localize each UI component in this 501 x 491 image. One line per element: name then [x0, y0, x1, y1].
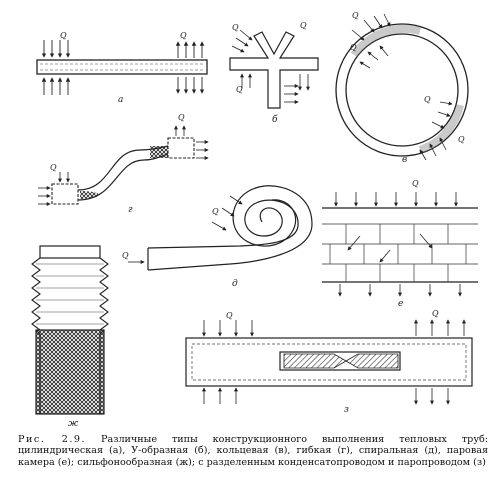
flux-label: Q — [60, 31, 67, 40]
flux-label: Q — [352, 11, 359, 20]
flux-label: Q — [412, 179, 419, 188]
flux-label: Q — [458, 135, 465, 144]
figure-caption: Рис. 2.9. Различные типы конструкционног… — [18, 434, 488, 468]
panel-label-b: б — [272, 114, 278, 125]
panel-label-v: в — [402, 155, 407, 165]
caption-lead: Рис. 2.9. — [18, 434, 87, 445]
panel-v-ring-pipe: Q Q Q Q в — [335, 11, 469, 165]
flux-label: Q — [432, 309, 439, 318]
panel-label-e: е — [398, 299, 403, 309]
flux-label: Q — [178, 113, 185, 122]
panel-b-y-shaped-pipe: Q Q Q б — [229, 21, 319, 125]
flux-label: Q — [122, 251, 129, 260]
panel-label-zh: ж — [68, 419, 79, 429]
flux-label: Q — [300, 21, 307, 30]
panel-label-g: г — [128, 205, 133, 215]
panel-label-z: з — [344, 405, 349, 415]
caption-text: Различные типы конструкционного выполнен… — [18, 434, 488, 468]
panel-label-a: а — [118, 95, 123, 105]
panel-label-d: д — [232, 279, 238, 289]
flux-label: Q — [424, 95, 431, 104]
flux-label: Q — [236, 85, 243, 94]
panel-e-vapor-chamber: Q е — [322, 179, 478, 309]
panel-z-separated-lines-pipe: Q Q з — [185, 309, 473, 415]
flux-label: Q — [180, 31, 187, 40]
panel-d-spiral-pipe: Q Q д — [122, 185, 313, 289]
panel-g-flexible-pipe: Q Q г — [38, 113, 209, 215]
panel-zh-bellows-pipe: ж — [31, 245, 109, 429]
flux-label: Q — [226, 311, 233, 320]
flux-label: Q — [232, 23, 239, 32]
flux-label: Q — [350, 43, 357, 52]
flux-label: Q — [212, 207, 219, 216]
flux-label: Q — [50, 163, 57, 172]
panel-a-cylindrical-pipe: Q Q а — [36, 31, 208, 105]
